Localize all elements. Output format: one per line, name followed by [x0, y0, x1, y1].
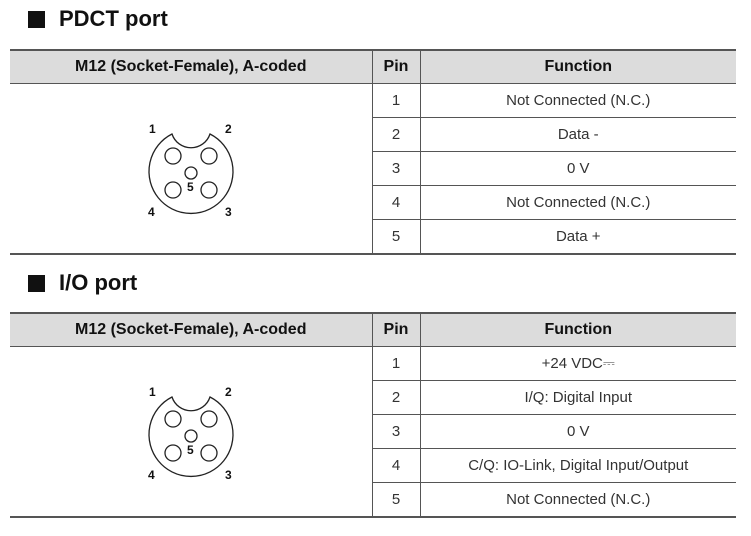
pin-function: Not Connected (N.C.) [419, 482, 736, 518]
header-connector: M12 (Socket-Female), A-coded [10, 312, 372, 347]
connector-diagram-cell: 1 2 3 4 5 [10, 346, 372, 518]
pin-label-2: 2 [225, 385, 232, 399]
pin-1-socket [164, 409, 182, 428]
pin-number: 3 [371, 414, 420, 449]
pin-label-4: 4 [148, 205, 155, 219]
table-row: 5 Data + [10, 219, 736, 255]
section-title-pdct: PDCT port [28, 6, 168, 32]
header-function: Function [419, 312, 736, 347]
pin-number: 1 [371, 83, 420, 118]
table-row: 3 0 V [10, 414, 736, 449]
pin-label-5: 5 [187, 443, 194, 457]
pin-3-socket [200, 180, 218, 199]
pin-number: 2 [371, 380, 420, 415]
header-function: Function [419, 49, 736, 84]
pdct-pin-table: M12 (Socket-Female), A-coded Pin Functio… [10, 49, 736, 255]
header-connector: M12 (Socket-Female), A-coded [10, 49, 372, 84]
header-pin: Pin [371, 312, 420, 347]
pin-4-socket [164, 180, 182, 199]
square-bullet-icon [28, 274, 45, 292]
section-title-text: I/O port [59, 270, 138, 295]
pin-label-4: 4 [148, 468, 155, 482]
table-row: 1 2 3 4 5 1 Not Connected (N.C.) [10, 83, 736, 255]
pin-number: 2 [371, 117, 420, 152]
pin-function: C/Q: IO-Link, Digital Input/Output [419, 448, 736, 483]
pin-function: 0 V [419, 151, 736, 186]
pin-number: 4 [371, 448, 420, 483]
connector-diagram-cell: 1 2 3 4 5 [10, 83, 372, 255]
m12-connector-diagram: 1 2 3 4 5 [148, 122, 234, 219]
pin-number: 4 [371, 185, 420, 220]
pin-label-3: 3 [225, 468, 232, 482]
pin-function: Data - [419, 117, 736, 152]
pin-label-1: 1 [149, 122, 156, 136]
connector-outline-icon [148, 132, 234, 214]
table-row: 4 Not Connected (N.C.) [10, 185, 736, 220]
pin-number: 1 [371, 346, 420, 381]
pin-function: Data + [419, 219, 736, 255]
m12-connector-diagram: 1 2 3 4 5 [148, 385, 234, 482]
table-row: 4 C/Q: IO-Link, Digital Input/Output [10, 448, 736, 483]
table-header-row: M12 (Socket-Female), A-coded Pin Functio… [10, 312, 736, 347]
pin-number: 5 [371, 219, 420, 255]
table-row: 5 Not Connected (N.C.) [10, 482, 736, 518]
table-row: 2 I/Q: Digital Input [10, 380, 736, 415]
pin-label-2: 2 [225, 122, 232, 136]
pin-function: Not Connected (N.C.) [419, 185, 736, 220]
pin-3-socket [200, 443, 218, 462]
table-row: 1 2 3 4 5 1 +24 VDC⎓ [10, 346, 736, 518]
pin-label-5: 5 [187, 180, 194, 194]
pin-1-socket [164, 146, 182, 165]
pin-label-1: 1 [149, 385, 156, 399]
section-title-text: PDCT port [59, 6, 168, 31]
table-row: 2 Data - [10, 117, 736, 152]
pin-function: 0 V [419, 414, 736, 449]
pin-label-3: 3 [225, 205, 232, 219]
connector-outline-icon [148, 395, 234, 477]
table-header-row: M12 (Socket-Female), A-coded Pin Functio… [10, 49, 736, 84]
io-pin-table: M12 (Socket-Female), A-coded Pin Functio… [10, 312, 736, 518]
pin-function: Not Connected (N.C.) [419, 83, 736, 118]
pin-function: +24 VDC⎓ [419, 346, 736, 381]
section-title-io: I/O port [28, 270, 137, 296]
pin-2-socket [200, 409, 218, 428]
header-pin: Pin [371, 49, 420, 84]
square-bullet-icon [28, 10, 45, 28]
pin-number: 5 [371, 482, 420, 518]
pin-number: 3 [371, 151, 420, 186]
pin-function: I/Q: Digital Input [419, 380, 736, 415]
pin-5-socket [184, 165, 198, 180]
pin-4-socket [164, 443, 182, 462]
pin-2-socket [200, 146, 218, 165]
table-row: 3 0 V [10, 151, 736, 186]
pin-5-socket [184, 428, 198, 443]
